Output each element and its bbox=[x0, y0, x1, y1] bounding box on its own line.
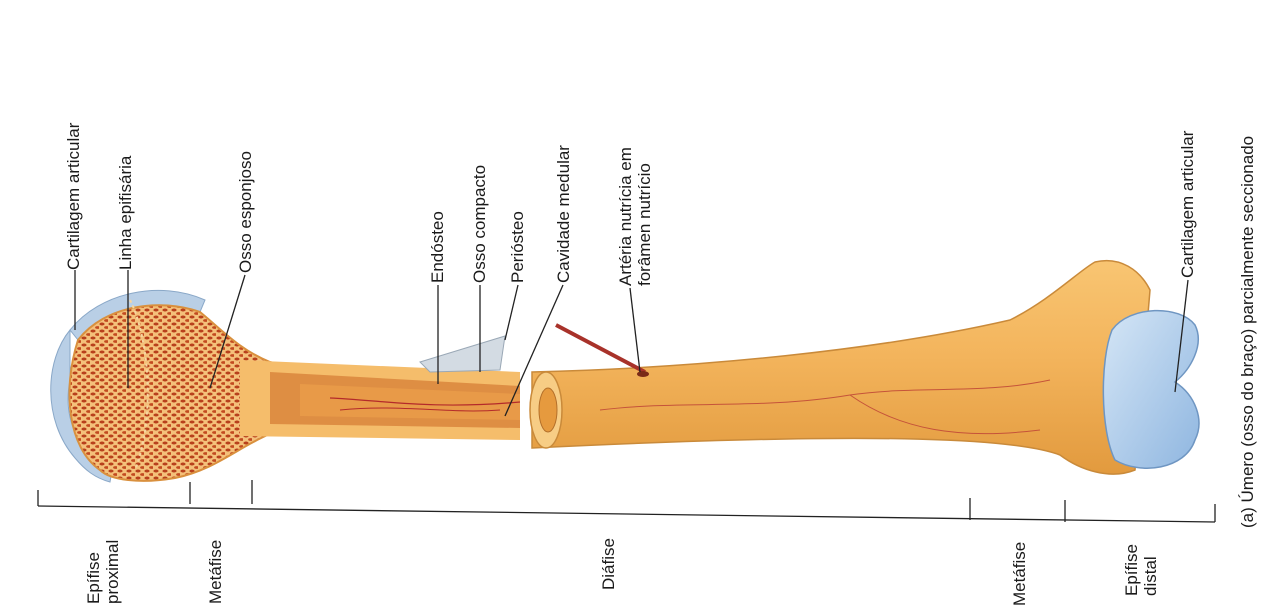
caption: (a) Úmero (osso do braço) parcialmente s… bbox=[1238, 136, 1257, 528]
distal-articular-cartilage bbox=[1103, 311, 1199, 469]
label-cartilagem-articular-proximal: Cartilagem articular bbox=[64, 123, 83, 270]
region-metafise-proximal: Metáfise bbox=[206, 540, 225, 604]
label-periosteo: Periósteo bbox=[508, 211, 527, 283]
region-diafise: Diáfise bbox=[599, 538, 618, 590]
nutrient-artery bbox=[556, 325, 645, 372]
label-osso-compacto: Osso compacto bbox=[470, 165, 489, 283]
periosteum-flap bbox=[420, 336, 505, 372]
label-osso-esponjoso: Osso esponjoso bbox=[236, 151, 255, 273]
label-cartilagem-articular-distal: Cartilagem articular bbox=[1178, 131, 1197, 278]
medullary-cavity bbox=[539, 388, 557, 432]
label-endosteo: Endósteo bbox=[428, 211, 447, 283]
label-cavidade-medular: Cavidade medular bbox=[554, 145, 573, 283]
nutrient-foramen bbox=[637, 371, 649, 377]
label-linha-epifisaria: Linha epifisária bbox=[116, 156, 135, 270]
distal-shaft bbox=[532, 261, 1150, 474]
region-bracket bbox=[38, 480, 1215, 522]
region-metafise-distal: Metáfise bbox=[1010, 542, 1029, 606]
